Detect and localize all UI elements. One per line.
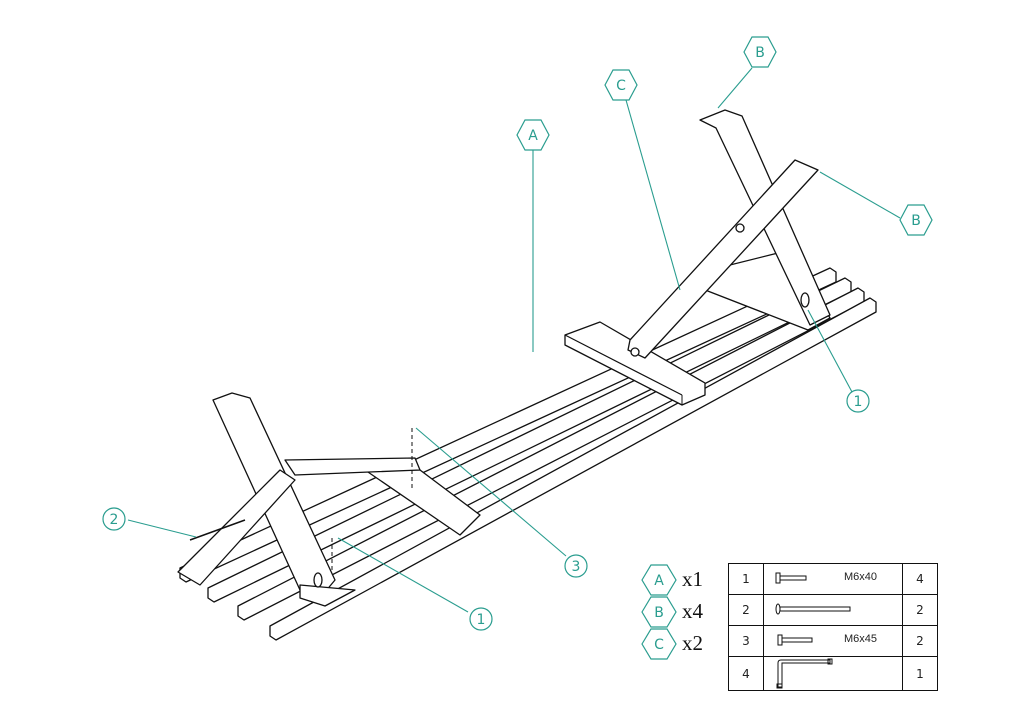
- hardware-callout-1-left: 1: [469, 607, 493, 631]
- svg-text:1: 1: [477, 612, 486, 628]
- bench-top: [179, 267, 877, 641]
- svg-text:3: 3: [572, 559, 581, 575]
- table-row: 1 M6x40 4: [728, 563, 938, 595]
- bolt-icon: [775, 572, 807, 584]
- hardware-table: 1 M6x40 4 2 2 3 M6x45 2 4 1: [728, 563, 938, 691]
- svg-text:B: B: [755, 45, 765, 61]
- bolt-icon: [777, 634, 813, 646]
- table-row: 4 1: [728, 656, 938, 691]
- hardware-callout-1-right: 1: [846, 389, 870, 413]
- center-crossbar: [564, 321, 706, 406]
- count-B: x4: [682, 599, 703, 623]
- svg-text:B: B: [911, 213, 921, 229]
- part-callout-C: C: [604, 69, 638, 101]
- svg-text:B: B: [654, 605, 664, 621]
- count-A: x1: [682, 567, 703, 591]
- long-bolt-icon: [775, 603, 851, 615]
- svg-text:1: 1: [854, 394, 863, 410]
- hardware-callout-2: 2: [102, 507, 126, 531]
- part-callout-B-top: B: [743, 36, 777, 68]
- part-callout-A: A: [516, 119, 550, 151]
- part-callout-B-right: B: [899, 204, 933, 236]
- part-count-legend: A B C: [641, 564, 677, 660]
- table-row: 2 2: [728, 594, 938, 626]
- leader-lines: [127, 67, 901, 613]
- allen-key-icon: [776, 658, 833, 689]
- svg-text:C: C: [654, 637, 664, 653]
- svg-text:C: C: [616, 78, 626, 94]
- table-row: 3 M6x45 2: [728, 625, 938, 657]
- left-leg-frame: [177, 392, 481, 607]
- count-C: x2: [682, 631, 703, 655]
- right-leg-frame: [627, 109, 831, 359]
- svg-text:A: A: [528, 128, 538, 144]
- hardware-callout-3: 3: [564, 554, 588, 578]
- svg-text:A: A: [654, 573, 664, 589]
- svg-text:2: 2: [110, 512, 119, 528]
